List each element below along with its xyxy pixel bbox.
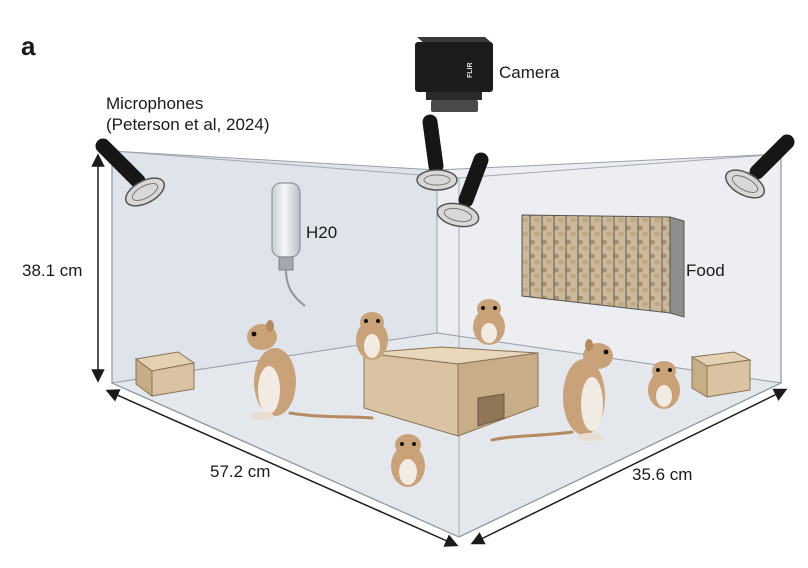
gerbil-sitting-right	[648, 361, 680, 409]
gerbil-sitting-back	[473, 299, 505, 345]
gerbil-sitting-center	[356, 312, 388, 360]
food-label: Food	[686, 261, 725, 280]
microphone-top-center	[416, 114, 458, 191]
depth-label: 35.6 cm	[632, 465, 693, 484]
microphone-left	[95, 138, 165, 207]
microphone-right	[725, 134, 795, 199]
camera-label: Camera	[499, 63, 560, 82]
camera-brand-text: FLIR	[467, 62, 474, 78]
top-rim	[111, 150, 782, 179]
cardboard-box-left	[134, 351, 196, 397]
panel-label: a	[21, 31, 36, 61]
camera: FLIR	[415, 37, 493, 112]
microphones-label: Microphones	[106, 94, 204, 113]
height-label: 38.1 cm	[22, 261, 83, 280]
food-hopper	[521, 214, 685, 318]
microphone-front-center	[436, 152, 489, 228]
cardboard-box-right	[690, 351, 752, 398]
water-label: H20	[306, 223, 338, 242]
gerbil-sitting-front	[391, 434, 425, 487]
water-bottle	[271, 182, 306, 307]
microphones-citation: (Peterson et al, 2024)	[106, 115, 270, 134]
width-label: 57.2 cm	[210, 462, 271, 481]
width-arrow	[105, 389, 459, 547]
depth-arrow	[470, 388, 788, 545]
